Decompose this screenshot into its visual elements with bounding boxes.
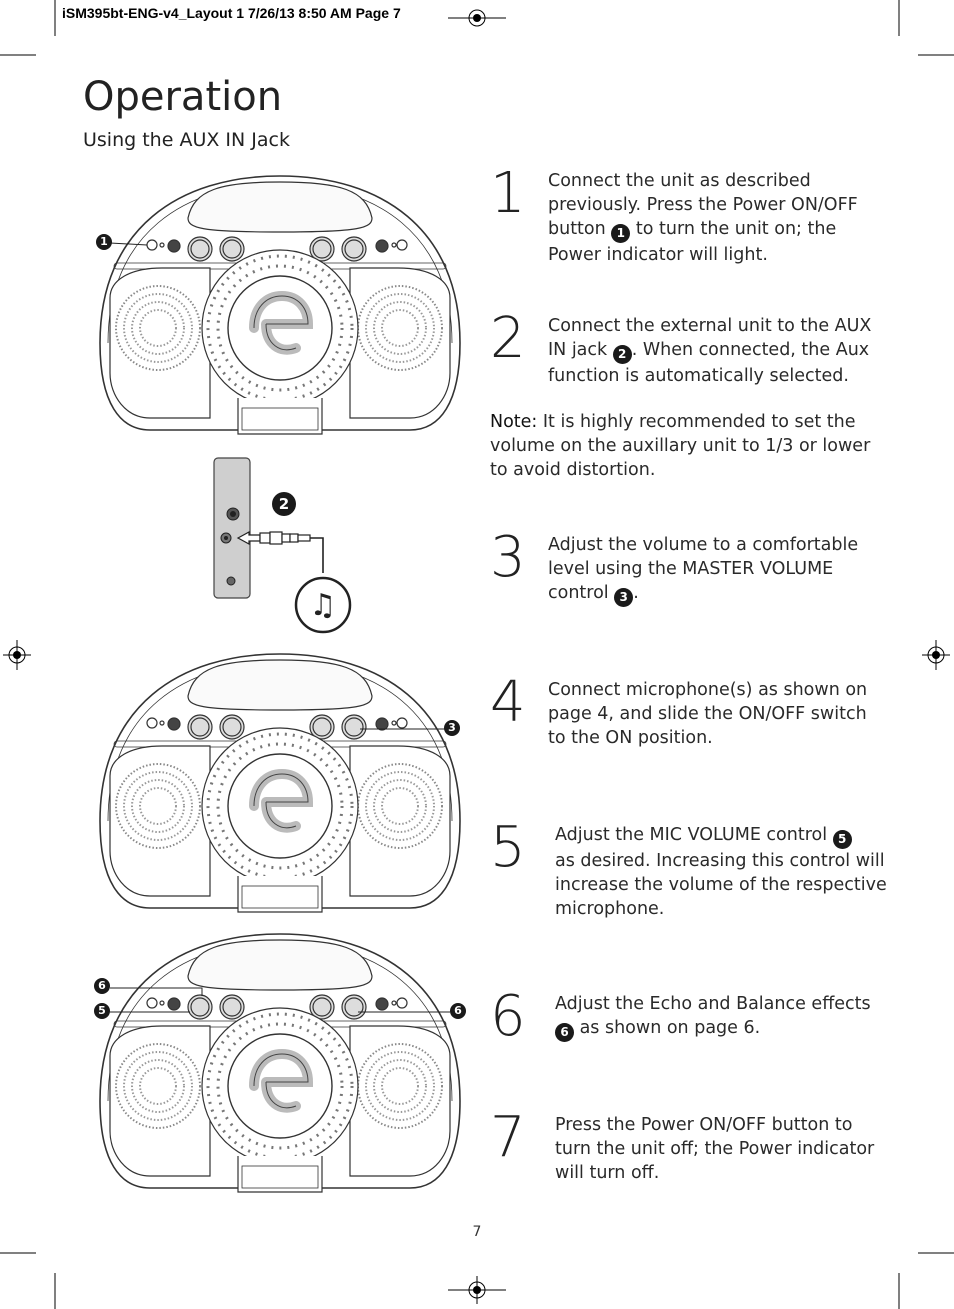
power-button-icon bbox=[146, 997, 158, 1009]
right-speaker-grille bbox=[357, 285, 443, 371]
step-5-text: Adjust the MIC VOLUME control 5 as desir… bbox=[555, 825, 887, 920]
right-speaker-grille bbox=[357, 1043, 443, 1129]
jack-panel bbox=[213, 457, 251, 599]
left-speaker-grille bbox=[115, 1043, 201, 1129]
mic-jack-icon bbox=[375, 717, 389, 731]
callout-echo-left: 6 bbox=[94, 978, 110, 994]
aux-jack-panel-illustration: ♫ bbox=[213, 457, 352, 634]
dock-base bbox=[237, 1156, 323, 1193]
callout-power-button: 1 bbox=[96, 234, 112, 250]
dock-base bbox=[237, 876, 323, 913]
leader-line-echo-left bbox=[110, 987, 203, 996]
step-6-text: Adjust the Echo and Balance effects 6 as… bbox=[555, 992, 871, 1043]
mic-switch-icon bbox=[396, 239, 408, 251]
mic-jack-icon bbox=[375, 239, 389, 253]
karaoke-unit-illustration-2 bbox=[99, 653, 461, 913]
note-label: Note: bbox=[490, 412, 538, 432]
step-1-text: Connect the unit as described previously… bbox=[548, 171, 858, 266]
step-2-number: 2 bbox=[490, 306, 526, 371]
mic-switch-icon bbox=[396, 717, 408, 729]
mic-jack-icon bbox=[167, 717, 181, 731]
registration-mark-right bbox=[927, 646, 945, 664]
step-4-text: Connect microphone(s) as shown on page 4… bbox=[548, 680, 868, 749]
mic-jack-icon bbox=[375, 997, 389, 1011]
inline-badge-1: 1 bbox=[611, 224, 631, 244]
karaoke-unit-illustration-3 bbox=[99, 933, 461, 1193]
music-source-icon bbox=[294, 576, 352, 634]
print-slug: iSM395bt-ENG-v4_Layout 1 7/26/13 8:50 AM… bbox=[62, 5, 401, 21]
right-speaker-grille bbox=[357, 763, 443, 849]
page-number: 7 bbox=[472, 1224, 482, 1240]
mic-jack-icon bbox=[167, 997, 181, 1011]
karaoke-unit-illustration-1 bbox=[99, 175, 461, 435]
mic-jack bbox=[226, 576, 236, 586]
inline-badge-6: 6 bbox=[555, 1023, 574, 1043]
mic-jack-icon bbox=[167, 239, 181, 253]
registration-mark-top bbox=[468, 9, 486, 27]
callout-mic-volume: 5 bbox=[94, 1003, 110, 1019]
dock-base bbox=[237, 398, 323, 435]
top-tray bbox=[187, 181, 373, 233]
inline-badge-2: 2 bbox=[612, 345, 632, 365]
power-indicator-icon bbox=[159, 720, 165, 726]
step-2-text: Connect the external unit to the AUX IN … bbox=[548, 316, 872, 387]
leader-line-power bbox=[109, 242, 148, 246]
left-speaker-grille bbox=[115, 763, 201, 849]
step-4-number: 4 bbox=[490, 670, 526, 735]
aux-cable-plug-icon bbox=[259, 531, 324, 573]
step-7-text: Press the Power ON/OFF button to turn th… bbox=[555, 1115, 875, 1184]
step-1-number: 1 bbox=[490, 161, 526, 226]
step-6-number: 6 bbox=[490, 984, 526, 1049]
callout-master-volume: 3 bbox=[444, 720, 460, 736]
registration-mark-left bbox=[8, 646, 26, 664]
callout-aux-jack: 2 bbox=[272, 492, 296, 516]
step-5-number: 5 bbox=[490, 815, 526, 880]
step-7-number: 7 bbox=[490, 1105, 526, 1170]
registration-mark-bottom bbox=[468, 1281, 486, 1299]
power-button-icon bbox=[146, 717, 158, 729]
left-speaker-grille bbox=[115, 285, 201, 371]
power-indicator-icon bbox=[159, 1000, 165, 1006]
step-3-number: 3 bbox=[490, 525, 526, 590]
knob-icon bbox=[187, 236, 213, 262]
music-note-icon: ♫ bbox=[310, 588, 337, 623]
inline-badge-3: 3 bbox=[614, 588, 634, 608]
knob-icon bbox=[219, 236, 245, 262]
top-tray bbox=[187, 939, 373, 991]
note-text: Note: It is highly recommended to set th… bbox=[490, 412, 871, 481]
page-title: Operation bbox=[83, 74, 283, 120]
step-3-text: Adjust the volume to a comfortable level… bbox=[548, 533, 858, 608]
mic-switch-icon bbox=[396, 997, 408, 1009]
callout-echo-right: 6 bbox=[450, 1003, 466, 1019]
knob-icon bbox=[341, 236, 367, 262]
section-subtitle: Using the AUX IN Jack bbox=[83, 129, 290, 151]
top-tray bbox=[187, 659, 373, 711]
inline-badge-5: 5 bbox=[832, 830, 852, 849]
power-indicator-icon bbox=[159, 242, 165, 248]
